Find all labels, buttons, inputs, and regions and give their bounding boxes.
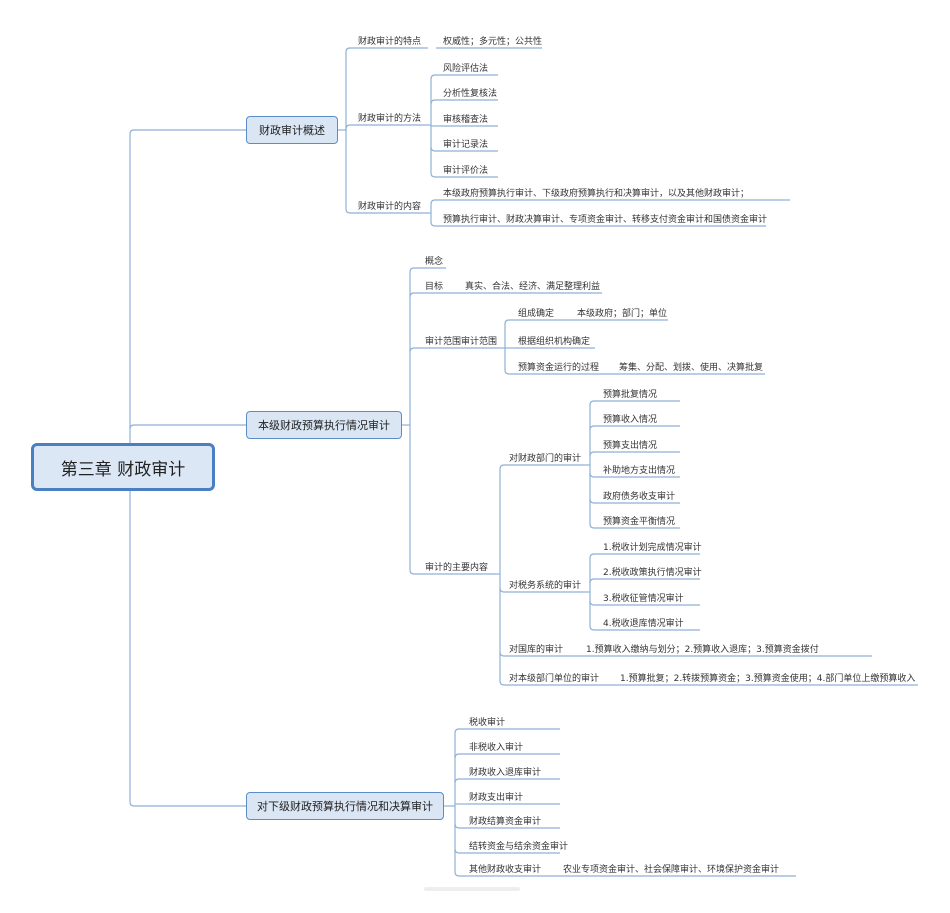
method-item[interactable]: 分析性复核法 bbox=[443, 89, 498, 99]
lower-item[interactable]: 结转资金与结余资金审计 bbox=[469, 842, 569, 852]
finance-dept-branch bbox=[589, 400, 600, 406]
lower-item[interactable]: 财政支出审计 bbox=[469, 793, 524, 803]
branch-budget-node[interactable]: 本级财政预算执行情况审计 bbox=[246, 411, 402, 439]
tax-item[interactable]: 3.税收征管情况审计 bbox=[603, 594, 684, 604]
budget-branch bbox=[409, 292, 420, 298]
main-branch bbox=[499, 651, 507, 657]
overview-branch bbox=[345, 208, 356, 214]
root-branch bbox=[129, 424, 246, 430]
lower-branch bbox=[454, 778, 466, 784]
lower-item[interactable]: 财政收入退库审计 bbox=[469, 768, 542, 778]
lower-branch bbox=[454, 728, 466, 734]
method-item[interactable]: 风险评估法 bbox=[443, 64, 489, 74]
scope-process-label[interactable]: 预算资金运行的过程 bbox=[518, 363, 600, 373]
budget-goal-label[interactable]: 目标 bbox=[425, 282, 444, 292]
lower-item[interactable]: 其他财政收支审计 bbox=[469, 865, 542, 875]
faint-watermark-bar bbox=[424, 887, 520, 891]
scope-branch bbox=[504, 369, 514, 375]
method-item[interactable]: 审计评价法 bbox=[443, 166, 489, 176]
lower-item[interactable]: 非税收入审计 bbox=[469, 743, 524, 753]
main-branch bbox=[499, 680, 507, 686]
content-branch bbox=[430, 199, 441, 205]
overview-branch bbox=[345, 47, 356, 53]
finance-dept-branch bbox=[589, 451, 600, 457]
method-item[interactable]: 审计记录法 bbox=[443, 140, 489, 150]
tax-branch bbox=[589, 553, 600, 559]
tax-item[interactable]: 1.税收计划完成情况审计 bbox=[603, 543, 702, 553]
main-branch bbox=[499, 587, 507, 593]
budget-scope-label[interactable]: 审计范围审计范围 bbox=[425, 337, 498, 347]
methods-branch bbox=[430, 172, 441, 178]
tax-branch bbox=[589, 625, 600, 631]
tax-item[interactable]: 4.税收退库情况审计 bbox=[603, 619, 684, 629]
budget-concept-label[interactable]: 概念 bbox=[425, 257, 444, 267]
methods-branch bbox=[430, 99, 441, 105]
scope-composition-value[interactable]: 本级政府；部门；单位 bbox=[577, 309, 668, 319]
overview-features-label[interactable]: 财政审计的特点 bbox=[358, 37, 422, 47]
overview-features-value[interactable]: 权威性；多元性；公共性 bbox=[443, 37, 543, 47]
finance-dept-item[interactable]: 预算批复情况 bbox=[603, 390, 658, 400]
lower-other-value[interactable]: 农业专项资金审计、社会保障审计、环境保护资金审计 bbox=[563, 865, 780, 875]
finance-dept-branch bbox=[589, 425, 600, 431]
budget-branch bbox=[409, 267, 420, 273]
scope-org-label[interactable]: 根据组织机构确定 bbox=[518, 337, 591, 347]
content-branch bbox=[430, 221, 441, 227]
finance-dept-item[interactable]: 预算支出情况 bbox=[603, 441, 658, 451]
lower-item[interactable]: 财政结算资金审计 bbox=[469, 817, 542, 827]
budget-goal-value[interactable]: 真实、合法、经济、满足整理利益 bbox=[465, 282, 601, 292]
overview-content-label[interactable]: 财政审计的内容 bbox=[358, 202, 422, 212]
lower-item[interactable]: 税收审计 bbox=[469, 718, 506, 728]
finance-dept-branch bbox=[589, 498, 600, 504]
root-branch bbox=[129, 129, 246, 135]
finance-dept-item[interactable]: 政府债务收支审计 bbox=[603, 492, 676, 502]
overview-branch bbox=[345, 124, 356, 130]
budget-branch bbox=[409, 347, 420, 353]
scope-branch bbox=[504, 319, 514, 325]
main-branch bbox=[499, 464, 507, 470]
tax-label[interactable]: 对税务系统的审计 bbox=[509, 581, 582, 591]
finance-dept-label[interactable]: 对财政部门的审计 bbox=[509, 454, 582, 464]
content-item[interactable]: 本级政府预算执行审计、下级政府预算执行和决算审计，以及其他财政审计； bbox=[443, 189, 750, 199]
treasury-value[interactable]: 1.预算收入缴纳与划分；2.预算收入退库；3.预算资金拨付 bbox=[586, 645, 819, 655]
budget-branch bbox=[409, 569, 420, 575]
scope-composition-label[interactable]: 组成确定 bbox=[518, 309, 555, 319]
lower-branch bbox=[454, 753, 466, 759]
depts-label[interactable]: 对本级部门单位的审计 bbox=[509, 674, 600, 684]
tax-item[interactable]: 2.税收政策执行情况审计 bbox=[603, 568, 702, 578]
lower-branch bbox=[454, 848, 466, 854]
tax-branch bbox=[589, 578, 600, 584]
treasury-label[interactable]: 对国库的审计 bbox=[509, 645, 564, 655]
methods-branch bbox=[430, 146, 441, 152]
tax-branch bbox=[589, 600, 600, 606]
finance-dept-item[interactable]: 补助地方支出情况 bbox=[603, 466, 676, 476]
root-node[interactable]: 第三章 财政审计 bbox=[31, 443, 215, 491]
methods-branch bbox=[430, 74, 441, 80]
method-item[interactable]: 审核稽查法 bbox=[443, 115, 489, 125]
overview-methods-label[interactable]: 财政审计的方法 bbox=[358, 114, 422, 124]
scope-process-value[interactable]: 筹集、分配、划拨、使用、决算批复 bbox=[619, 363, 764, 373]
budget-main-label[interactable]: 审计的主要内容 bbox=[425, 563, 489, 573]
lower-branch bbox=[454, 823, 466, 829]
finance-dept-branch bbox=[589, 523, 600, 529]
branch-overview-node[interactable]: 财政审计概述 bbox=[246, 116, 338, 144]
finance-dept-branch bbox=[589, 472, 600, 478]
content-item[interactable]: 预算执行审计、财政决算审计、专项资金审计、转移支付资金审计和国债资金审计 bbox=[443, 215, 768, 225]
finance-dept-item[interactable]: 预算收入情况 bbox=[603, 415, 658, 425]
root-branch bbox=[129, 801, 246, 807]
finance-dept-item[interactable]: 预算资金平衡情况 bbox=[603, 517, 676, 527]
lower-branch bbox=[454, 871, 466, 877]
branch-lower-node[interactable]: 对下级财政预算执行情况和决算审计 bbox=[246, 792, 444, 820]
depts-value[interactable]: 1.预算批复；2.转拨预算资金；3.预算资金使用；4.部门单位上缴预算收入 bbox=[620, 674, 916, 684]
